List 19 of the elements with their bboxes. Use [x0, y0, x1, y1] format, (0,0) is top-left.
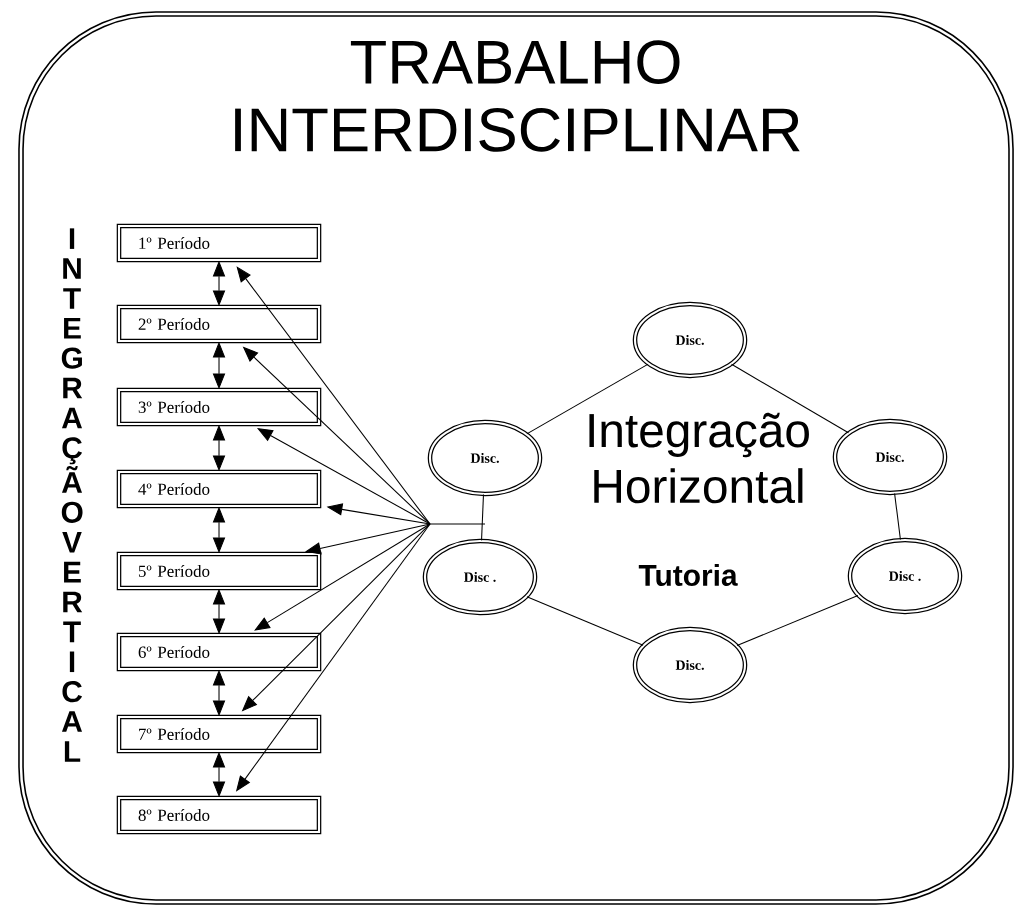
center-subheading: Tutoria [638, 564, 738, 586]
connector-line [481, 494, 484, 541]
period-box: 8º Período [116, 795, 322, 835]
period-box: 6º Período [116, 632, 322, 672]
period-box: 4º Período [116, 469, 322, 509]
connector-line [731, 363, 849, 434]
period-box: 7º Período [116, 714, 322, 754]
vertical-label: INTEGRAÇÃO VERTICAL [61, 228, 83, 762]
connector-line [736, 594, 859, 647]
period-box: 5º Período [116, 551, 322, 591]
period-box: 2º Período [116, 304, 322, 344]
arrow [254, 523, 431, 631]
connector-line [894, 492, 901, 541]
period-box: 3º Período [116, 387, 322, 427]
arrow [236, 266, 431, 525]
period-box: 1º Período [116, 223, 322, 263]
connector-line [526, 596, 644, 646]
center-heading: Integração Horizontal [589, 412, 809, 504]
connector-line [526, 363, 649, 435]
